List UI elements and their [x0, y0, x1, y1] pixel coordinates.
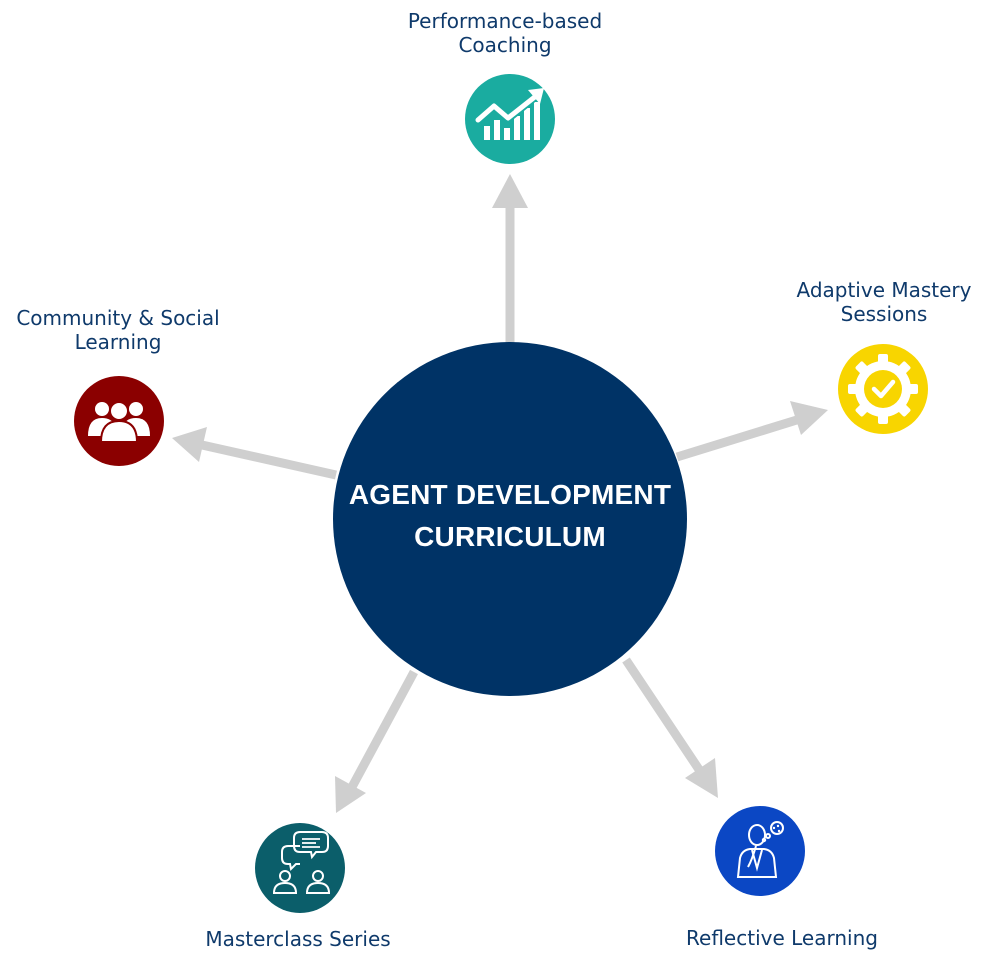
arrow-to-reflective: [622, 657, 718, 798]
center-title: AGENT DEVELOPMENT CURRICULUM: [333, 474, 687, 558]
label-masterclass-line1: Masterclass Series: [205, 927, 391, 951]
arrow-to-adaptive: [675, 401, 828, 462]
label-reflective-line1: Reflective Learning: [686, 926, 878, 950]
center-circle: [333, 342, 687, 696]
center-title-line1: AGENT DEVELOPMENT: [348, 479, 672, 510]
arrow-to-masterclass: [335, 669, 418, 813]
label-adaptive-line1: Adaptive Mastery: [796, 278, 972, 302]
arrows: [172, 174, 828, 813]
label-performance-line1: Performance-based: [407, 9, 603, 33]
thinking-person-icon: [715, 806, 805, 896]
arrow-to-performance: [492, 174, 528, 345]
label-adaptive-line2: Sessions: [840, 302, 928, 326]
label-masterclass: Masterclass Series: [178, 927, 418, 951]
people-group-icon: [74, 376, 164, 466]
gear-check-icon: [838, 344, 928, 434]
label-community-line1: Community & Social: [16, 306, 220, 330]
label-adaptive: Adaptive Mastery Sessions: [764, 278, 986, 326]
center-title-line2: CURRICULUM: [414, 521, 606, 552]
label-performance: Performance-based Coaching: [385, 9, 625, 57]
people-conversation-icon: [255, 823, 345, 913]
label-community: Community & Social Learning: [0, 306, 236, 354]
arrow-to-community: [172, 427, 337, 480]
label-reflective: Reflective Learning: [662, 926, 902, 950]
growth-chart-icon: [465, 74, 555, 164]
label-performance-line2: Coaching: [458, 33, 552, 57]
label-community-line2: Learning: [74, 330, 162, 354]
